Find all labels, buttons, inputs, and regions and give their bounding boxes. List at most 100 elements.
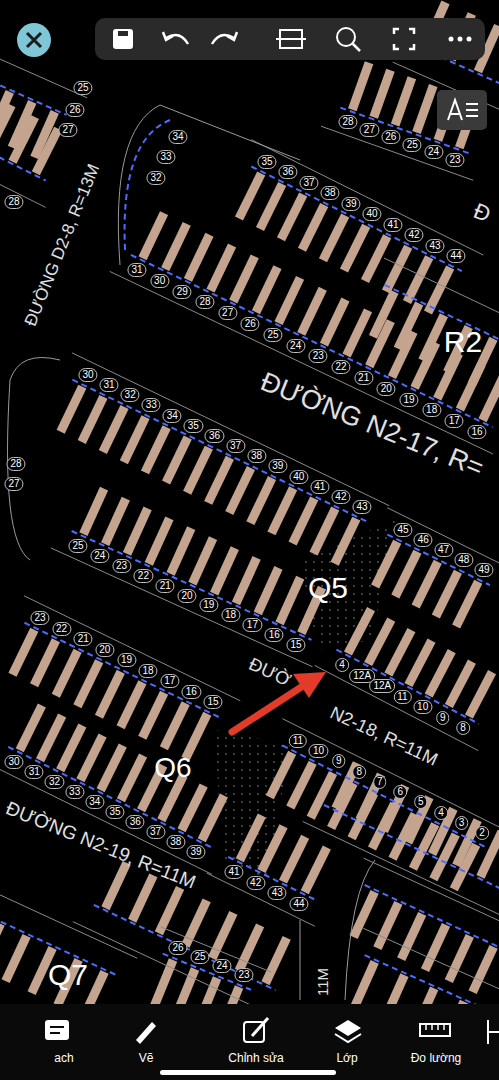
lot-parcel <box>8 115 38 164</box>
lot-number: 33 <box>156 150 175 164</box>
lot-number: 34 <box>163 409 182 423</box>
lot-number: 10 <box>413 700 432 714</box>
lot-number: 41 <box>383 218 402 232</box>
block-code: Q5 <box>308 573 348 603</box>
lot-number: 24 <box>424 145 443 159</box>
lot-number: 23 <box>112 559 131 573</box>
lot-number: 11 <box>289 734 307 748</box>
lot-number: 32 <box>45 775 64 789</box>
lot-number: 9 <box>436 711 450 725</box>
lot-number: 35 <box>257 155 276 169</box>
block-code: Q7 <box>48 960 88 990</box>
lot-number: 37 <box>226 439 245 453</box>
lot-parcel <box>365 319 395 368</box>
lot-parcel <box>166 526 195 575</box>
lot-number: 9 <box>332 754 346 768</box>
lot-number: 42 <box>246 876 265 890</box>
lot-number: 18 <box>139 664 158 678</box>
lot-parcel <box>327 781 357 830</box>
lot-parcel <box>266 751 296 800</box>
lot-number: 35 <box>184 419 203 433</box>
lot-number: 6 <box>393 785 407 799</box>
lot-number: 39 <box>341 197 360 211</box>
lot-number: 3 <box>455 816 469 830</box>
lot-number: 26 <box>168 941 187 955</box>
lot-parcel <box>369 69 394 119</box>
lot-number: 32 <box>121 388 140 402</box>
lot-parcel <box>348 792 378 841</box>
lot-number: 25 <box>190 950 209 964</box>
block-boundary <box>228 857 315 900</box>
lot-parcel <box>117 753 147 802</box>
lot-parcel <box>261 936 290 985</box>
lot-parcel <box>204 456 234 505</box>
lot-number: 23 <box>309 349 328 363</box>
lot-number: 19 <box>199 598 218 612</box>
lot-number: 26 <box>65 103 84 117</box>
lot-parcel <box>246 476 276 525</box>
top-toolbar <box>17 18 487 130</box>
lot-parcel <box>36 713 66 762</box>
lot-number: 24 <box>212 959 231 973</box>
lot-number: 22 <box>134 569 153 583</box>
lot-parcel <box>232 556 261 605</box>
lot-parcel <box>275 576 304 625</box>
lot-number: 21 <box>354 371 373 385</box>
lot-parcel <box>410 341 440 390</box>
lot-number: 8 <box>456 721 470 735</box>
lot-number: 44 <box>446 249 465 263</box>
lot-number: 28 <box>4 195 23 209</box>
lot-parcel <box>138 211 168 260</box>
lot-parcel <box>123 507 152 556</box>
lot-number: 22 <box>52 622 71 636</box>
lot-parcel <box>229 254 259 303</box>
lot-parcel <box>391 550 421 599</box>
lot-parcel <box>99 405 129 454</box>
lot-parcel <box>452 580 482 629</box>
lot-number: 18 <box>221 608 240 622</box>
lot-number: 22 <box>331 360 350 374</box>
lot-parcel <box>235 172 265 221</box>
lot-number: 38 <box>166 835 185 849</box>
lot-number: 17 <box>243 618 262 632</box>
lot-number: 21 <box>74 632 93 646</box>
lot-parcel <box>120 415 150 464</box>
lot-parcel <box>73 659 103 708</box>
road-edge <box>24 596 240 701</box>
lot-number: 2 <box>475 826 489 840</box>
lot-parcel <box>257 824 287 873</box>
lot-parcel <box>445 660 476 709</box>
lot-parcel <box>254 566 283 615</box>
lot-parcel <box>391 76 416 126</box>
toolbar-label: ach <box>54 1052 73 1064</box>
lot-parcel <box>371 540 401 589</box>
lot-number: 27 <box>4 477 23 491</box>
lot-parcel <box>331 517 361 566</box>
green-area <box>215 730 290 880</box>
lot-parcel <box>307 771 337 820</box>
road-edge <box>384 258 499 326</box>
lot-parcel <box>368 802 398 851</box>
lot-parcel <box>79 487 108 536</box>
lot-number: 21 <box>156 579 175 593</box>
lot-number: 26 <box>381 130 400 144</box>
road-edge <box>51 548 313 667</box>
lot-number: 17 <box>445 414 464 428</box>
lot-parcel <box>397 912 426 961</box>
lot-number: 19 <box>399 393 418 407</box>
lot-number: 34 <box>168 130 187 144</box>
block-boundary <box>72 531 312 640</box>
road-edge <box>207 873 315 926</box>
lot-number: 31 <box>127 263 146 277</box>
block-code: R2 <box>444 327 482 357</box>
lot-number: 16 <box>467 425 486 439</box>
street-name: 11M <box>315 968 330 996</box>
lot-parcel <box>0 103 16 152</box>
lot-number: 15 <box>203 695 222 709</box>
lot-number: 37 <box>299 176 318 190</box>
road-edge <box>387 508 499 569</box>
lot-parcel <box>432 570 462 619</box>
lot-number: 20 <box>95 643 114 657</box>
lot-parcel <box>344 607 375 656</box>
